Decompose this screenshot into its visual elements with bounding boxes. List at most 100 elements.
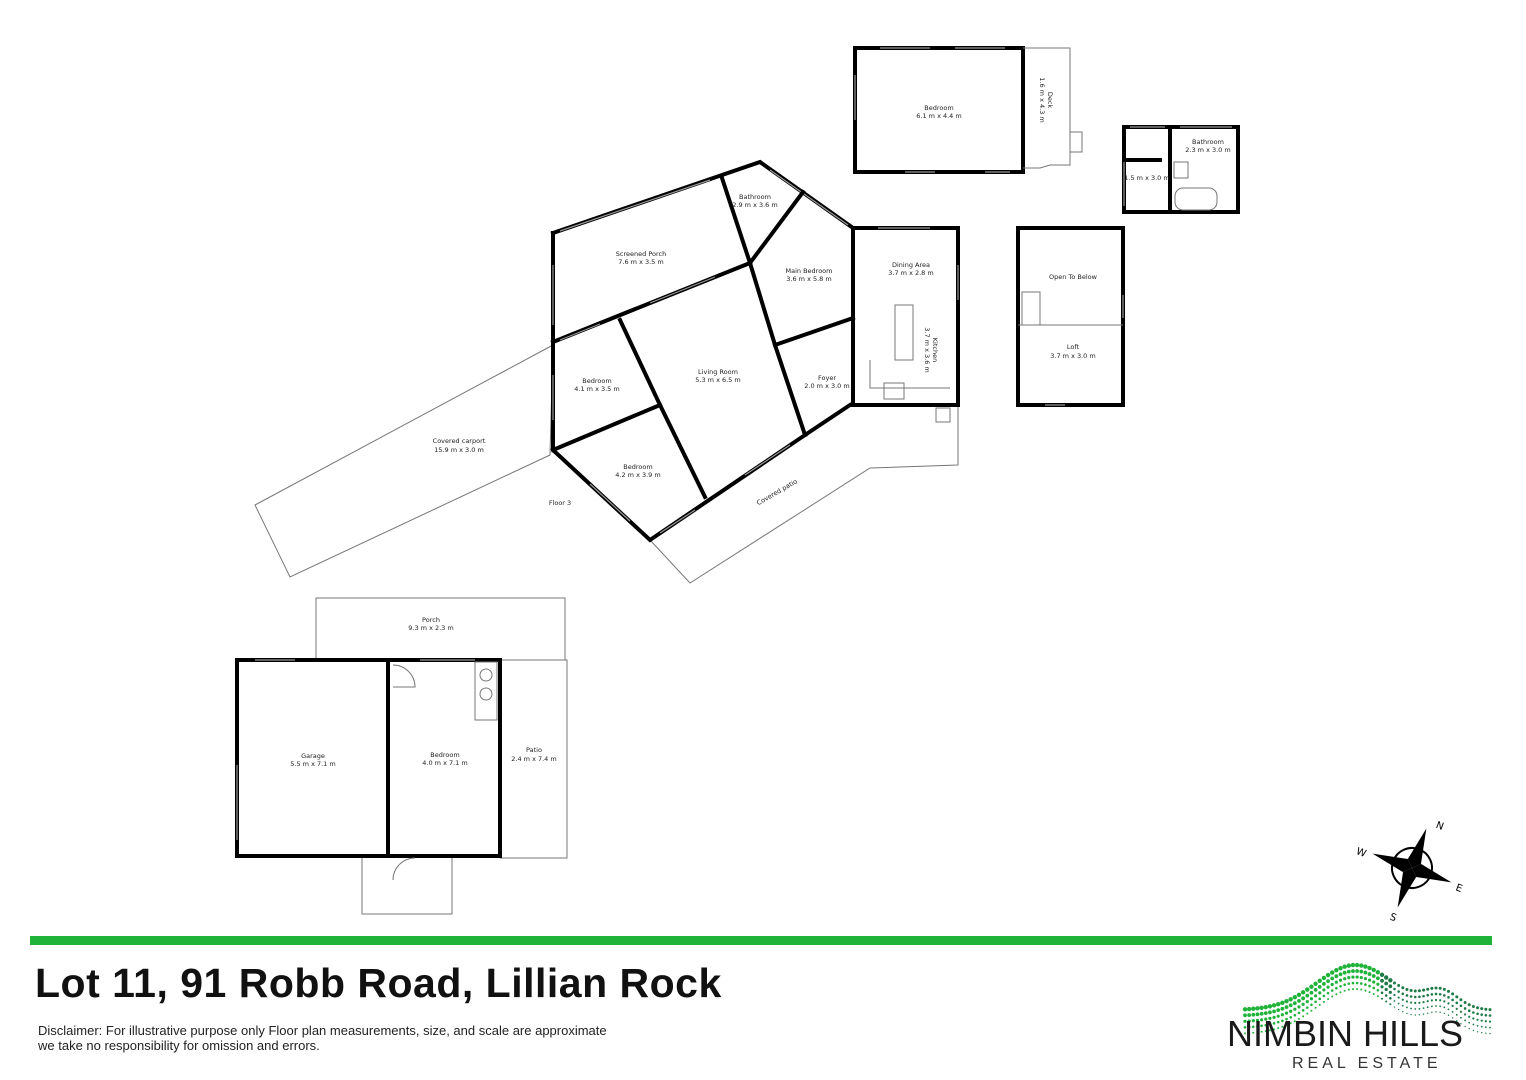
logo-dot	[1284, 998, 1289, 1004]
logo-dot	[1397, 996, 1400, 999]
logo-dot	[1414, 1014, 1416, 1016]
logo-dot	[1260, 1018, 1264, 1022]
logo-dot	[1438, 992, 1442, 996]
logo-dot	[1460, 1023, 1462, 1025]
logo-dot	[1355, 981, 1359, 985]
logo-dot	[1335, 986, 1338, 990]
logo-dot	[1292, 994, 1298, 1000]
studio	[853, 46, 1083, 174]
logo-dot	[1393, 993, 1396, 997]
logo-dot	[1285, 1024, 1288, 1027]
logo-dot	[1371, 967, 1376, 973]
room-size: 3.7 m x 2.8 m	[888, 269, 933, 277]
logo-dot	[1385, 1000, 1388, 1003]
logo-dot	[1380, 991, 1384, 995]
logo-dot	[1418, 1001, 1421, 1004]
logo-dot	[1379, 972, 1385, 977]
logo-dot	[1485, 1032, 1487, 1034]
logo-dot	[1317, 978, 1322, 984]
room-size: 9.3 m x 2.3 m	[408, 624, 453, 632]
logo-dot	[1422, 994, 1425, 998]
logo-dot	[1297, 998, 1301, 1003]
logo-dot	[1297, 1017, 1300, 1020]
logo-dot	[1334, 980, 1338, 984]
logo-dot	[1243, 1013, 1247, 1018]
logo-dot	[1321, 975, 1327, 981]
logo-dot	[1322, 1000, 1325, 1003]
logo-dot	[1351, 975, 1355, 979]
room-name: Deck	[1046, 92, 1054, 109]
logo-dot	[1263, 1004, 1268, 1010]
logo-dot	[1463, 1000, 1467, 1004]
logo-dot	[1264, 1030, 1267, 1033]
logo-dot	[1422, 1007, 1425, 1010]
logo-dot	[1455, 1013, 1458, 1016]
room-size: 4.1 m x 3.5 m	[574, 385, 619, 393]
logo-dot	[1276, 1001, 1281, 1007]
logo-dot	[1359, 969, 1364, 974]
logo-dot	[1351, 988, 1354, 991]
logo-dot	[1388, 990, 1392, 994]
logo-dot	[1367, 972, 1372, 976]
logo-dot	[1476, 1018, 1479, 1021]
logo-dot	[1314, 1000, 1317, 1004]
logo-dot	[1276, 1008, 1281, 1013]
logo-dot	[1451, 1011, 1454, 1013]
logo-dot	[1343, 977, 1347, 981]
room-name: Bathroom	[1192, 138, 1224, 146]
logo-dot	[1248, 1032, 1251, 1035]
logo-dot	[1355, 975, 1359, 979]
logo-dot	[1372, 980, 1376, 984]
room-name: Living Room	[698, 368, 738, 376]
logo-dot	[1267, 1004, 1273, 1009]
logo-dot	[1455, 1001, 1459, 1005]
logo-dot	[1435, 1005, 1437, 1007]
logo-dot	[1384, 994, 1388, 997]
logo-dot	[1368, 984, 1371, 988]
logo-dot	[1393, 987, 1396, 991]
logo-dot	[1318, 1003, 1321, 1006]
logo-dot	[1247, 1019, 1251, 1023]
logo-dot	[1406, 1006, 1408, 1009]
logo-dot	[1417, 989, 1421, 993]
logo-dot	[1442, 987, 1446, 991]
logo-dot	[1327, 998, 1330, 1001]
logo-dot	[1284, 1005, 1289, 1010]
logo-dot	[1367, 965, 1372, 971]
logo-dot	[1268, 1016, 1272, 1020]
logo-dot	[1410, 1013, 1412, 1016]
bath-building	[1122, 125, 1240, 214]
logo-dot	[1376, 982, 1380, 986]
logo-dot	[1409, 989, 1413, 993]
compass-icon: N E S W	[1354, 820, 1463, 924]
logo-dot	[1376, 995, 1379, 998]
logo-dot	[1430, 1005, 1433, 1008]
logo-dot	[1309, 990, 1314, 995]
logo-dot	[1326, 991, 1330, 995]
logo-dot	[1476, 1024, 1479, 1027]
logo-dot	[1431, 1011, 1433, 1014]
logo-dot	[1338, 966, 1343, 971]
logo-dot	[1272, 1009, 1276, 1014]
logo-dot	[1405, 1000, 1409, 1003]
logo-dot	[1251, 1019, 1255, 1023]
logo-dot	[1338, 972, 1343, 977]
logo-dot	[1389, 996, 1392, 1000]
room-size: 6.1 m x 4.4 m	[916, 112, 961, 120]
logo-dot	[1351, 981, 1355, 985]
logo-dot	[1380, 985, 1384, 989]
room-name: Covered carport	[433, 437, 486, 445]
logo-dot	[1397, 1008, 1400, 1011]
logo-dot	[1443, 1012, 1446, 1015]
logo-dot	[1489, 1026, 1491, 1029]
logo-dot	[1464, 1025, 1466, 1028]
room-name: Foyer	[818, 374, 836, 382]
logo-dot	[1356, 988, 1359, 991]
logo-dot	[1439, 999, 1442, 1002]
logo-dot	[1263, 1011, 1268, 1016]
room-name: Bedroom	[623, 463, 652, 471]
logo-name: NIMBIN HILLS	[1227, 1013, 1464, 1054]
logo-dot	[1384, 981, 1389, 986]
logo-dot	[1293, 1013, 1297, 1017]
logo-dot	[1301, 996, 1306, 1001]
